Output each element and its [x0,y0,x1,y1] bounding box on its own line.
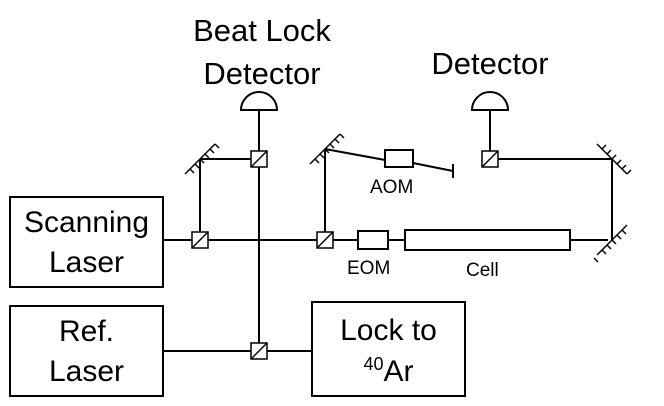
lock-to-label: Lock to [340,314,437,347]
beat-lock-detector-label-line1: Beat Lock [193,13,331,48]
beat-lock-detector-icon [239,91,279,111]
beat-lock-detector-label-line2: Detector [203,56,321,91]
mirror-middle [309,133,345,165]
aom-box [384,149,414,168]
argon-label: 40Ar [312,354,465,388]
beam-splitter-ref [250,342,268,360]
mirror-left [184,143,220,175]
cell-box [404,229,571,251]
scanning-laser-label-line2: Laser [48,246,125,279]
beam-splitter-detector [481,150,499,168]
lock-to-argon-box [311,301,466,397]
beam-splitter-beat-lock [250,150,268,168]
beam-splitters [191,150,499,360]
ref-laser-label-line2: Laser [48,355,125,388]
beam-splitter-cell [316,231,334,249]
scanning-laser-label-line1: Scanning [23,206,150,239]
beam-splitter-scanning [191,231,209,249]
ref-laser-label-line1: Ref. [58,315,115,348]
eom-box [357,230,389,250]
argon-isotope-number: 40 [363,354,384,374]
mirror-right-bottom [593,224,628,263]
eom-label: EOM [347,258,391,279]
detector-icon [470,91,510,111]
scanning-laser-box [9,196,164,288]
aom-label: AOM [370,177,414,198]
cell-label: Cell [466,260,499,281]
mirror-right-top [596,143,632,175]
argon-symbol: Ar [383,355,414,388]
detector-label: Detector [431,46,549,81]
